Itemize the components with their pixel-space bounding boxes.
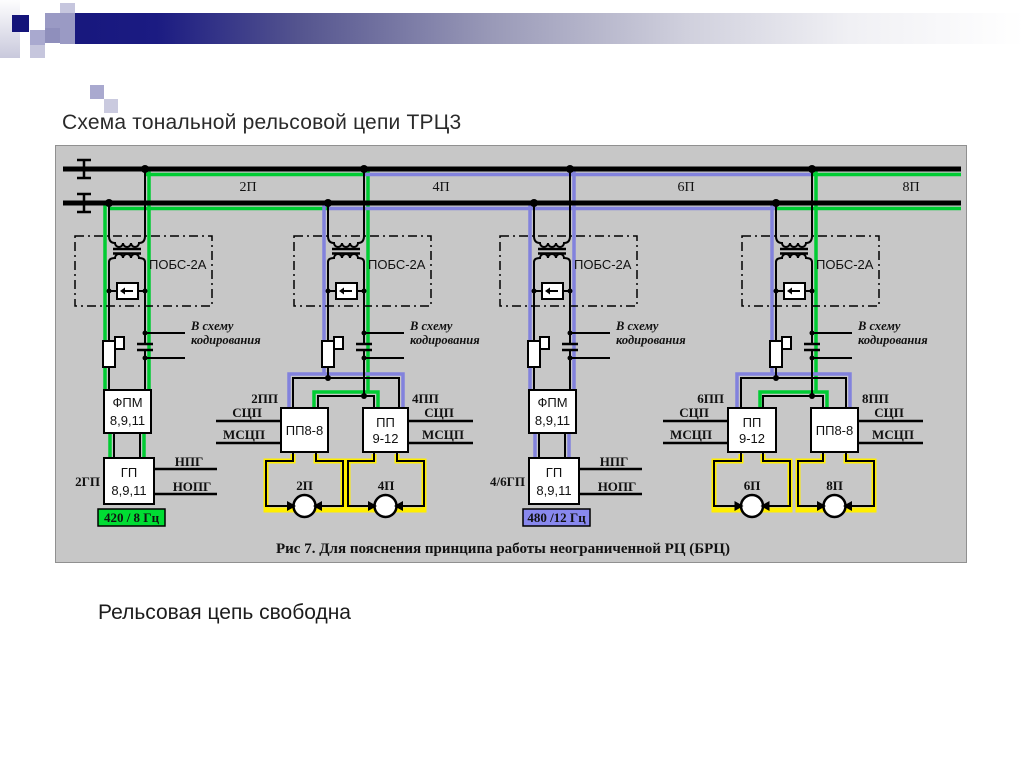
fpm-label2: 8,9,11 [535, 413, 570, 428]
pp-block-label: ПП8-8 [816, 423, 853, 438]
header-square [60, 13, 75, 44]
figure-caption: Рис 7. Для пояснения принципа работы нео… [276, 541, 730, 557]
freq-badge-420 [97, 508, 166, 527]
pobs-label: ПОБС-2А [574, 257, 632, 272]
header-square [12, 15, 29, 32]
freq-badge-480 [522, 508, 591, 527]
page-title: Схема тональной рельсовой цепи ТРЦ3 [62, 111, 462, 134]
pobs-label: ПОБС-2А [149, 257, 207, 272]
gp-block-center [528, 457, 580, 505]
green-circuit-highlight [103, 169, 961, 458]
pp-block-label: ПП [376, 415, 395, 430]
scp-label: СЦП [679, 405, 709, 420]
pobs-dashed-box [74, 235, 880, 307]
section-label-6p: 6П [677, 180, 694, 195]
coding-label: кодирования [616, 333, 686, 347]
mscp-label: МСЦП [422, 427, 464, 442]
header-square [45, 28, 60, 43]
freq-badge-label-480: 480 /12 Гц [527, 510, 586, 525]
scp-label: СЦП [424, 405, 454, 420]
header-square [30, 45, 45, 58]
freq-badge-label-420: 420 / 8 Гц [104, 510, 160, 525]
relay-label-4p: 4П [378, 478, 395, 493]
capacitor-symbol [137, 342, 820, 352]
fpm-label: ФПМ [112, 395, 142, 410]
pp-block-2pp [280, 407, 329, 453]
header-gradient-strip [0, 0, 20, 58]
mscp-label: МСЦП [223, 427, 265, 442]
transformer-cores [113, 247, 808, 255]
mscp-label: МСЦП [670, 427, 712, 442]
npg-output-lines [154, 467, 642, 496]
pp-block-4pp [362, 407, 409, 453]
gp-label: ГП [546, 465, 562, 480]
gp-label2: 8,9,11 [536, 483, 571, 498]
pp-block-label2: 9-12 [739, 431, 765, 446]
receiver-blocks [280, 407, 859, 453]
header-square [30, 30, 45, 45]
scp-input-lines [216, 419, 923, 445]
nopg-label: НОПГ [173, 479, 212, 494]
pp-block-8pp [810, 407, 859, 453]
unit-wiring [108, 169, 875, 507]
section-label-2p: 2П [239, 180, 256, 195]
gen-side-label-2gp: 2ГП [75, 474, 100, 489]
gp-label2: 8,9,11 [111, 483, 146, 498]
relay-label-6p: 6П [744, 478, 761, 493]
header-bar [60, 13, 1024, 44]
track-relays [287, 493, 852, 519]
coding-label: кодирования [858, 333, 928, 347]
nopg-label: НОПГ [598, 479, 637, 494]
fpm-label: ФПМ [537, 395, 567, 410]
fpm-block-left [103, 389, 152, 434]
coding-label: В схему [615, 319, 659, 333]
gp-block-left [103, 457, 155, 505]
gp-label: ГП [121, 465, 137, 480]
junction-dots [106, 288, 815, 399]
insulated-joint [77, 158, 91, 214]
coding-label: В схему [857, 319, 901, 333]
coding-label: кодирования [410, 333, 480, 347]
trc3-schematic: 2П 4П 6П 8П ПОБС-2А ПОБС-2А ПОБС-2А ПОБС… [63, 158, 961, 557]
scp-label: СЦП [874, 405, 904, 420]
coding-label: В схему [409, 319, 453, 333]
header-square [90, 85, 104, 99]
npg-label: НПГ [175, 454, 204, 469]
diagram-panel: 2П 4П 6П 8П ПОБС-2А ПОБС-2А ПОБС-2А ПОБС… [55, 145, 967, 563]
header-square [60, 3, 75, 13]
relay-label-8p: 8П [826, 478, 843, 493]
blue-circuit-highlight [287, 169, 852, 458]
header-square [104, 99, 118, 113]
transformer-coils [108, 229, 813, 268]
section-label-4p: 4П [432, 180, 449, 195]
resistor-symbol [102, 336, 792, 368]
scp-label: СЦП [232, 405, 262, 420]
section-label-8p: 8П [902, 180, 919, 195]
gen-side-label-46gp: 4/6ГП [490, 474, 525, 489]
receiver-top-label-4pp: 4ПП [412, 391, 439, 406]
coding-label: кодирования [191, 333, 261, 347]
pp-block-label: ПП8-8 [286, 423, 323, 438]
receiver-top-label-6pp: 6ПП [697, 391, 724, 406]
receiver-top-label-8pp: 8ПП [862, 391, 889, 406]
receiver-top-label-2pp: 2ПП [251, 391, 278, 406]
coding-label: В схему [190, 319, 234, 333]
equalizer-box [116, 282, 806, 300]
fpm-label2: 8,9,11 [110, 413, 145, 428]
header-square [45, 13, 60, 28]
fpm-block-center [528, 389, 577, 434]
transmitter-blocks [103, 389, 580, 505]
pobs-label: ПОБС-2А [368, 257, 426, 272]
pp-block-6pp [727, 407, 777, 453]
mscp-label: МСЦП [872, 427, 914, 442]
pp-block-label2: 9-12 [372, 431, 398, 446]
pobs-label: ПОБС-2А [816, 257, 874, 272]
relay-label-2p: 2П [296, 478, 313, 493]
npg-label: НПГ [600, 454, 629, 469]
status-text: Рельсовая цепь свободна [98, 601, 351, 624]
pp-block-label: ПП [743, 415, 762, 430]
